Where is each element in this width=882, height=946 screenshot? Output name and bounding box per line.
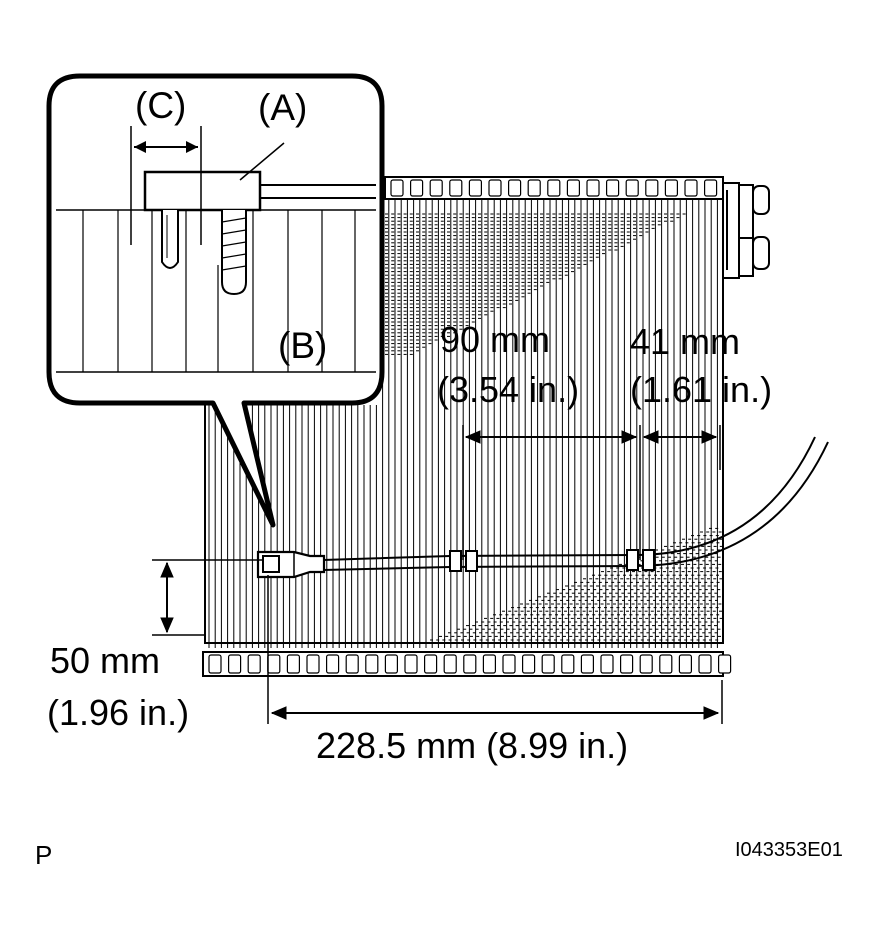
figure-code: I043353E01 <box>735 839 843 861</box>
dim-41mm-imperial: (1.61 in.) <box>630 369 772 410</box>
dim-228mm-label: 228.5 mm (8.99 in.) <box>316 725 628 766</box>
dim-90mm-metric: 90 mm <box>440 319 550 360</box>
dim-50mm-metric: 50 mm <box>50 640 160 681</box>
pipe-connector <box>722 182 770 279</box>
dim-50mm-imperial: (1.96 in.) <box>47 692 189 733</box>
dim-41mm <box>642 425 721 470</box>
label-b: (B) <box>278 325 327 366</box>
dim-90mm <box>462 425 641 560</box>
dim-228mm <box>267 575 723 724</box>
dim-90mm-imperial: (3.54 in.) <box>437 369 579 410</box>
label-c: (C) <box>135 85 186 126</box>
dim-41mm-metric: 41 mm <box>630 321 740 362</box>
corner-letter: P <box>35 840 52 870</box>
label-a: (A) <box>258 87 307 128</box>
inset-callout <box>46 73 385 528</box>
sensor-harness <box>256 436 829 579</box>
dim-50mm <box>152 559 262 636</box>
